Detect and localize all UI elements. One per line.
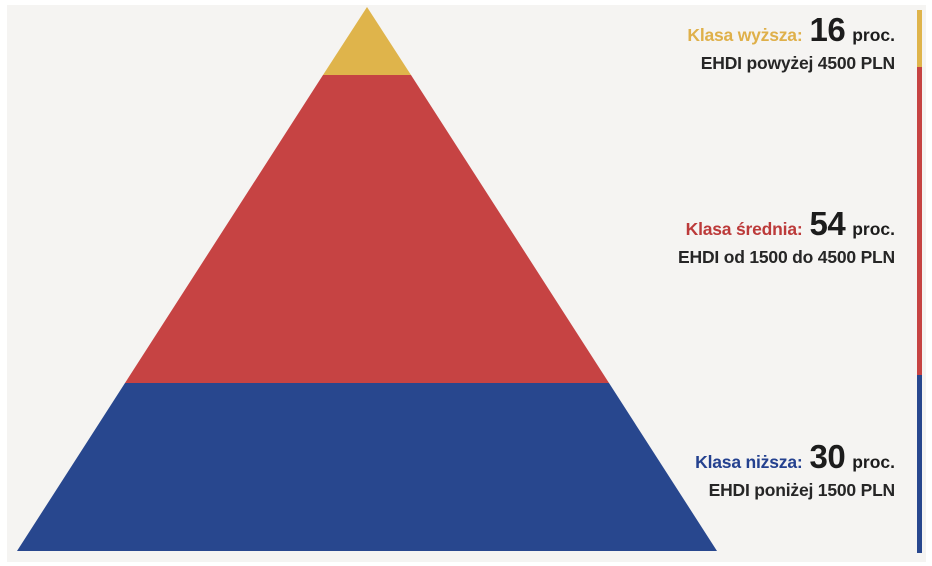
label-upper-class: Klasa wyższa: 16 proc. EHDI powyżej 4500… [687, 11, 895, 74]
middle-class-name: Klasa średnia: [685, 219, 803, 239]
pyramid-segment-middle-class [125, 75, 609, 383]
label-middle-class: Klasa średnia: 54 proc. EHDI od 1500 do … [678, 205, 895, 268]
scale-bar-lower-class [917, 375, 922, 553]
lower-class-value: 30 [809, 438, 846, 475]
pyramid-segment-lower-class [17, 383, 717, 551]
lower-class-name: Klasa niższa: [695, 452, 803, 472]
label-lower-class-headline: Klasa niższa: 30 proc. [695, 438, 895, 478]
upper-class-description: EHDI powyżej 4500 PLN [700, 53, 895, 73]
middle-class-unit: proc. [852, 219, 895, 239]
label-lower-class: Klasa niższa: 30 proc. EHDI poniżej 1500… [695, 438, 896, 501]
scale-bar-middle-class [917, 67, 922, 375]
pyramid-segment-upper-class [323, 7, 411, 75]
upper-class-name: Klasa wyższa: [687, 25, 803, 45]
lower-class-description: EHDI poniżej 1500 PLN [708, 480, 896, 500]
scale-bar-upper-class [917, 10, 922, 67]
upper-class-value: 16 [809, 11, 846, 48]
label-middle-class-headline: Klasa średnia: 54 proc. [678, 205, 895, 245]
middle-class-description: EHDI od 1500 do 4500 PLN [678, 247, 895, 267]
lower-class-unit: proc. [852, 452, 895, 472]
middle-class-value: 54 [809, 205, 846, 242]
upper-class-unit: proc. [852, 25, 895, 45]
label-upper-class-headline: Klasa wyższa: 16 proc. [687, 11, 895, 51]
